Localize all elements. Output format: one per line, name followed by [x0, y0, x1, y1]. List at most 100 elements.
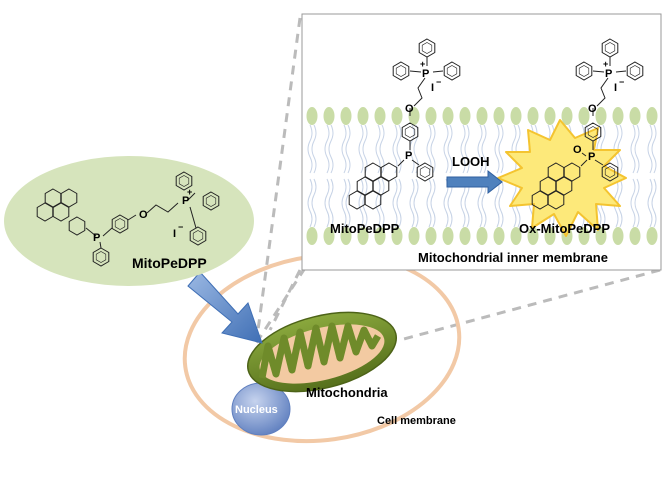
probe-ether-oxygen: O: [139, 209, 148, 221]
uptake-arrow: [187, 271, 263, 344]
lipid-tail: [630, 178, 636, 228]
lipid-tail: [345, 178, 351, 228]
lipid-head: [595, 107, 607, 125]
lipid-head: [357, 227, 369, 245]
lipid-tail: [362, 124, 368, 174]
lipid-head: [493, 107, 505, 125]
inner-membrane-label: Mitochondrial inner membrane: [418, 250, 608, 265]
lipid-tail: [447, 124, 453, 174]
inner-probe-phosphonium: P: [422, 68, 429, 80]
lipid-tail: [375, 124, 381, 174]
lipid-head: [323, 107, 335, 125]
mitochondria-label: Mitochondria: [306, 385, 388, 400]
lipid-head: [459, 107, 471, 125]
probe-ellipse: [4, 156, 254, 286]
probe-iodide: I: [173, 228, 176, 240]
lipid-head: [544, 107, 556, 125]
nucleus-label: Nucleus: [235, 404, 278, 416]
lipid-head: [442, 227, 454, 245]
lipid-tail: [430, 124, 436, 174]
lipid-heads-top: [306, 107, 658, 125]
lipid-tail: [341, 124, 347, 174]
inner-probe-iodide-minus: −: [436, 77, 441, 87]
ox-probe-phosphonium: P: [605, 68, 612, 80]
lipid-head: [306, 227, 318, 245]
lipid-head: [374, 107, 386, 125]
lipid-head: [391, 227, 403, 245]
lipid-tail: [494, 124, 500, 174]
lipid-tail: [443, 124, 449, 174]
lipid-tail: [647, 124, 653, 174]
lipid-tail: [307, 178, 313, 228]
lipid-tail: [379, 124, 385, 174]
inner-probe-iodide: I: [431, 82, 434, 94]
lipid-tail: [396, 178, 402, 228]
zoom-lines: [253, 17, 661, 346]
lipid-head: [629, 107, 641, 125]
lipid-tail: [460, 124, 466, 174]
lipid-head: [442, 107, 454, 125]
lipid-tail: [498, 124, 504, 174]
lipid-tail: [511, 124, 517, 174]
lipid-tail: [396, 124, 402, 174]
lipid-tail: [341, 178, 347, 228]
lipid-tail: [362, 178, 368, 228]
probe-iodide-minus: −: [178, 222, 183, 232]
inner-probe-oxygen: O: [405, 103, 414, 115]
lipid-tail: [413, 178, 419, 228]
lipid-head: [408, 107, 420, 125]
lipid-head: [612, 107, 624, 125]
probe-plus: +: [187, 187, 192, 197]
lipid-tail: [630, 124, 636, 174]
lipid-head: [510, 107, 522, 125]
lipid-head: [408, 227, 420, 245]
lipid-head: [595, 227, 607, 245]
inner-probe-label: MitoPeDPP: [330, 221, 400, 236]
lipid-head: [629, 227, 641, 245]
lipid-tail: [358, 124, 364, 174]
lipid-head: [646, 227, 658, 245]
ox-probe-plus: +: [603, 59, 608, 69]
lipid-head: [374, 227, 386, 245]
ox-probe-phosphorus: P: [588, 151, 595, 163]
lipid-tail: [651, 124, 657, 174]
ox-probe-oxide-oxygen: O: [573, 144, 582, 156]
lipid-tail: [464, 124, 470, 174]
lipid-tail: [345, 124, 351, 174]
lipid-head: [459, 227, 471, 245]
inner-probe-plus: +: [420, 59, 425, 69]
lipid-tail: [647, 178, 653, 228]
lipid-tail: [375, 178, 381, 228]
reagent-label: LOOH: [452, 154, 490, 169]
lipid-head: [493, 227, 505, 245]
lipid-head: [340, 107, 352, 125]
probe-phosphonium: P: [182, 195, 189, 207]
lipid-tail: [328, 178, 334, 228]
lipid-head: [391, 107, 403, 125]
lipid-tail: [494, 178, 500, 228]
lipid-head: [544, 227, 556, 245]
lipid-tail: [430, 178, 436, 228]
lipid-tail: [311, 178, 317, 228]
lipid-head: [425, 227, 437, 245]
ox-probe-iodide-minus: −: [619, 77, 624, 87]
probe-structure: [36, 171, 220, 267]
lipid-head: [425, 107, 437, 125]
lipid-tail: [426, 124, 432, 174]
lipid-tail: [477, 124, 483, 174]
lipid-head: [578, 227, 590, 245]
lipid-tail: [634, 124, 640, 174]
lipid-head: [323, 227, 335, 245]
oxidized-probe-structure: [531, 38, 644, 210]
lipid-tail: [379, 178, 385, 228]
probe-phosphorus: P: [93, 232, 100, 244]
lipid-head: [612, 227, 624, 245]
reaction-arrow: [446, 169, 503, 195]
lipid-head: [510, 227, 522, 245]
lipid-tail: [307, 124, 313, 174]
cell-membrane-label: Cell membrane: [377, 415, 456, 427]
lipid-head: [578, 107, 590, 125]
lipid-tail: [409, 178, 415, 228]
